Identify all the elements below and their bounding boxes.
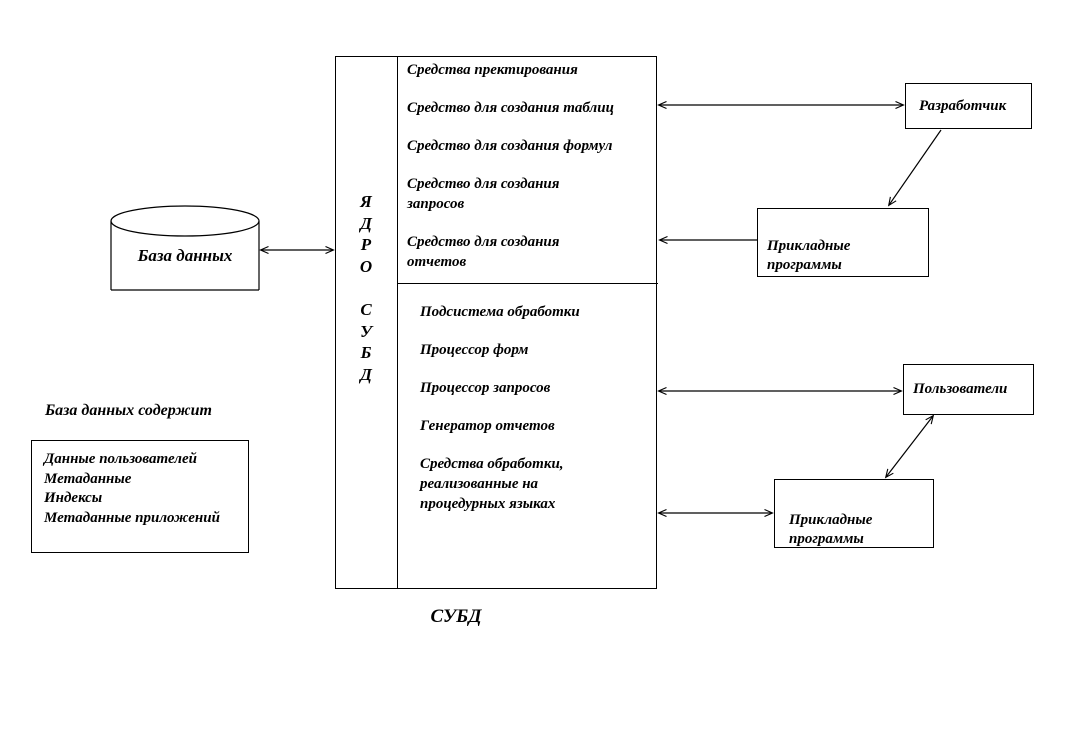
users-label: Пользователи — [913, 381, 1008, 397]
application-programs-bottom-label: Прикладные программы — [789, 512, 873, 547]
design-tool-item: Средство для создания запросов — [407, 176, 560, 212]
design-tools-list: Средства пректирования Средство для созд… — [407, 60, 653, 290]
db-contents-item: Метаданные — [44, 470, 132, 487]
design-tool-item: Средства пректирования — [407, 62, 578, 78]
developer-box: Разработчик — [905, 83, 1032, 129]
design-tool-item: Средство для создания таблиц — [407, 100, 614, 116]
design-tool-item: Средство для создания отчетов — [407, 234, 560, 270]
core-vertical-label-bottom: С У Б Д — [360, 300, 372, 384]
developer-label: Разработчик — [919, 97, 1007, 114]
db-contents-item: Индексы — [44, 490, 103, 506]
processing-tool-item: Подсистема обработки — [420, 304, 580, 320]
core-vertical-label-top: Я Д Р О — [359, 192, 373, 276]
core-column-divider — [397, 56, 398, 589]
db-contents-item: Данные пользователей — [44, 451, 197, 467]
application-programs-bottom-box: Прикладные программы — [774, 479, 934, 548]
database-cylinder — [110, 205, 260, 291]
processing-tool-item: Генератор отчетов — [420, 418, 555, 434]
users-box: Пользователи — [903, 364, 1034, 415]
application-programs-top-label: Прикладные программы — [767, 238, 851, 273]
application-programs-top-box: Прикладные программы — [757, 208, 929, 277]
core-sections-divider — [397, 283, 658, 284]
processing-tool-item: Процессор форм — [420, 342, 529, 358]
db-contents-item: Метаданные приложений — [44, 509, 220, 526]
processing-tool-item: Процессор запросов — [420, 380, 551, 396]
dbms-caption: СУБД — [430, 606, 482, 627]
db-contents-heading: База данных содержит — [45, 402, 212, 419]
dbms-core-box — [335, 56, 657, 589]
design-tool-item: Средство для создания формул — [407, 138, 613, 154]
processing-tools-list: Подсистема обработки Процессор форм Проц… — [420, 302, 654, 532]
arrow-users-appprograms — [884, 414, 935, 479]
db-contents-box: Данные пользователей Метаданные Индексы … — [31, 440, 249, 553]
arrow-developer-appprograms — [887, 129, 942, 207]
database-label: База данных — [137, 246, 233, 265]
processing-tool-item: Средства обработки, реализованные на про… — [420, 456, 564, 512]
